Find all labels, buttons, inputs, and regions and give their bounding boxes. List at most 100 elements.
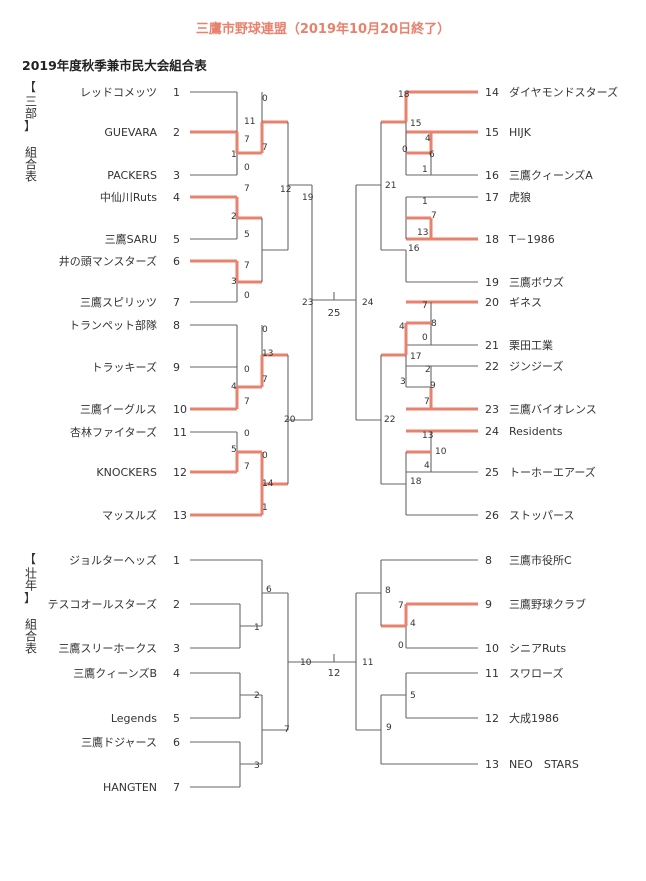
division-bracket-open: 【 <box>23 80 36 94</box>
score: 1 <box>422 197 428 207</box>
score: 1 <box>231 150 237 160</box>
team-number: 1 <box>173 86 180 99</box>
score: 4 <box>424 461 430 471</box>
division-label-sanbu: 【 三部 】 組合表 <box>22 80 38 182</box>
team-number: 12 <box>485 712 499 725</box>
team-number: 7 <box>173 296 180 309</box>
team-number: 16 <box>485 169 499 182</box>
team-name: 虎狼 <box>509 190 531 204</box>
team-number: 4 <box>173 667 180 680</box>
team-name: ジンジーズ <box>509 359 563 373</box>
score: 10 <box>300 658 312 668</box>
team-number: 14 <box>485 86 499 99</box>
score: 4 <box>410 619 416 629</box>
score: 13 <box>417 228 428 238</box>
score: 0 <box>244 429 250 439</box>
score: 13 <box>262 349 273 359</box>
division-name: 壮年 <box>23 567 38 591</box>
team-number: 5 <box>173 233 180 246</box>
team-name: ストッパース <box>509 509 574 522</box>
team-number: 3 <box>173 169 180 182</box>
score: 11 <box>244 117 255 127</box>
score: 7 <box>244 184 250 194</box>
team-name: PACKERS <box>107 169 157 182</box>
score: 7 <box>422 301 428 311</box>
team-number: 17 <box>485 191 499 204</box>
team-name: 三鷹バイオレンス <box>509 402 597 416</box>
division-bracket-close: 】 <box>23 119 36 133</box>
team-name: 三鷹ドジャース <box>81 735 157 749</box>
score: 3 <box>254 761 260 771</box>
score: 9 <box>386 723 392 733</box>
team-number: 2 <box>173 598 180 611</box>
team-name: スワローズ <box>509 666 563 680</box>
score: 4 <box>399 322 405 332</box>
team-name: レッドコメッツ <box>80 86 157 99</box>
division-label-sounen: 【 壮年 】 組合表 <box>22 552 38 654</box>
score: 0 <box>262 451 268 461</box>
team-number: 22 <box>485 360 499 373</box>
team-number: 11 <box>485 667 499 680</box>
team-name: GUEVARA <box>104 126 157 139</box>
division-name: 三部 <box>23 95 38 119</box>
score: 1 <box>262 503 268 513</box>
team-name: ジョルターヘッズ <box>69 553 157 567</box>
team-number: 10 <box>173 403 187 416</box>
team-number: 19 <box>485 276 499 289</box>
score: 14 <box>262 479 274 489</box>
team-name: 三鷹市役所C <box>509 553 572 567</box>
score: 4 <box>231 382 237 392</box>
team-number: 9 <box>173 361 180 374</box>
team-name: ダイヤモンドスターズ <box>509 85 618 99</box>
team-name: 中仙川Ruts <box>100 191 157 204</box>
score: 1 <box>254 623 260 633</box>
score: 7 <box>424 397 430 407</box>
score: 15 <box>410 119 421 129</box>
score: 21 <box>385 181 396 191</box>
team-name: 三鷹クィーンズB <box>73 666 157 680</box>
score: 9 <box>430 381 436 391</box>
team-name: 大成1986 <box>509 711 559 725</box>
score: 3 <box>400 377 406 387</box>
team-name: 栗田工業 <box>509 339 553 352</box>
team-number: 3 <box>173 642 180 655</box>
final-game-number: 25 <box>328 308 341 319</box>
team-name: シニアRuts <box>509 642 566 655</box>
team-number: 11 <box>173 426 187 439</box>
score: 18 <box>410 477 422 487</box>
score: 0 <box>262 325 268 335</box>
team-name: NEO STARS <box>509 758 579 771</box>
score: 7 <box>262 375 268 385</box>
team-number: 13 <box>485 758 499 771</box>
score: 0 <box>244 365 250 375</box>
team-number: 21 <box>485 339 499 352</box>
team-name: 三鷹スピリッツ <box>80 295 157 309</box>
score: 18 <box>398 90 410 100</box>
team-name: Residents <box>509 425 563 438</box>
team-name: ギネス <box>509 296 542 309</box>
team-name: トラッキーズ <box>92 360 157 374</box>
team-name: T－1986 <box>508 233 555 246</box>
score: 12 <box>280 185 291 195</box>
score: 7 <box>244 135 250 145</box>
team-name: 三鷹SARU <box>105 232 157 246</box>
team-name: 杏林ファイターズ <box>70 425 157 439</box>
score: 2 <box>231 212 237 222</box>
team-number: 6 <box>173 255 180 268</box>
score: 5 <box>231 445 237 455</box>
score: 2 <box>425 365 431 375</box>
score: 0 <box>262 94 268 104</box>
team-number: 25 <box>485 466 499 479</box>
page-header: 三鷹市野球連盟（2019年10月20日終了） <box>195 22 451 37</box>
score: 3 <box>231 277 237 287</box>
score: 0 <box>402 145 408 155</box>
score: 10 <box>435 447 447 457</box>
score: 7 <box>244 261 250 271</box>
score: 13 <box>422 431 433 441</box>
team-number: 12 <box>173 466 187 479</box>
team-name: HANGTEN <box>103 781 157 794</box>
team-number: 23 <box>485 403 499 416</box>
team-number: 7 <box>173 781 180 794</box>
score: 17 <box>410 352 421 362</box>
